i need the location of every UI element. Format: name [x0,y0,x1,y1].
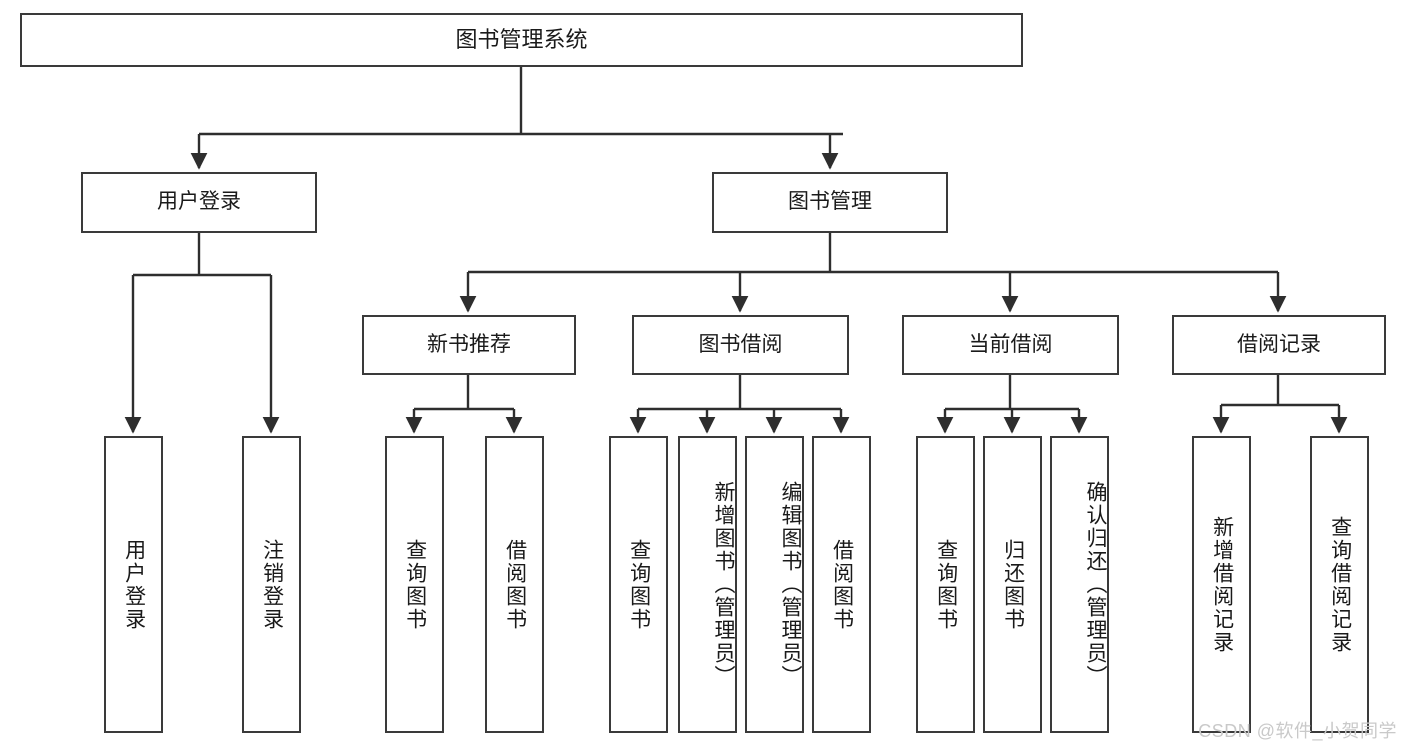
leaf-confirm-return-admin-label: 确认归还（管理员） [1084,481,1107,688]
leaf-query-book-current-label: 查询图书 [934,538,958,631]
leaf-borrow-book[interactable]: 借阅图书 [812,436,871,733]
leaf-logout[interactable]: 注销登录 [242,436,301,733]
leaf-return-book-label: 归还图书 [1001,538,1025,631]
leaf-edit-book-admin-label: 编辑图书（管理员） [779,481,802,688]
leaf-add-book-admin[interactable]: 新增图书（管理员） [678,436,737,733]
leaf-logout-label: 注销登录 [260,538,284,631]
leaf-return-book[interactable]: 归还图书 [983,436,1042,733]
leaf-query-book-current[interactable]: 查询图书 [916,436,975,733]
leaf-user-login-label: 用户登录 [122,538,146,631]
leaf-user-login[interactable]: 用户登录 [104,436,163,733]
leaf-borrow-book-rec-label: 借阅图书 [503,538,527,631]
leaf-query-borrow-record-label: 查询借阅记录 [1328,515,1352,654]
leaf-query-book-rec-label: 查询图书 [403,538,427,631]
node-new-book-recommendation[interactable]: 新书推荐 [362,315,576,375]
leaf-query-book-rec[interactable]: 查询图书 [385,436,444,733]
leaf-confirm-return-admin[interactable]: 确认归还（管理员） [1050,436,1109,733]
node-root-system[interactable]: 图书管理系统 [20,13,1023,67]
csdn-watermark: CSDN @软件_小贺同学 [1198,721,1397,741]
node-current-borrow[interactable]: 当前借阅 [902,315,1119,375]
leaf-query-book-borrow-label: 查询图书 [627,538,651,631]
leaf-borrow-book-label: 借阅图书 [830,538,854,631]
node-borrow-record[interactable]: 借阅记录 [1172,315,1386,375]
leaf-add-book-admin-label: 新增图书（管理员） [712,481,735,688]
leaf-add-borrow-record-label: 新增借阅记录 [1210,515,1234,654]
leaf-edit-book-admin[interactable]: 编辑图书（管理员） [745,436,804,733]
leaf-borrow-book-rec[interactable]: 借阅图书 [485,436,544,733]
leaf-query-book-borrow[interactable]: 查询图书 [609,436,668,733]
node-user-login[interactable]: 用户登录 [81,172,317,233]
node-book-manage[interactable]: 图书管理 [712,172,948,233]
node-book-borrow[interactable]: 图书借阅 [632,315,849,375]
leaf-add-borrow-record[interactable]: 新增借阅记录 [1192,436,1251,733]
leaf-query-borrow-record[interactable]: 查询借阅记录 [1310,436,1369,733]
